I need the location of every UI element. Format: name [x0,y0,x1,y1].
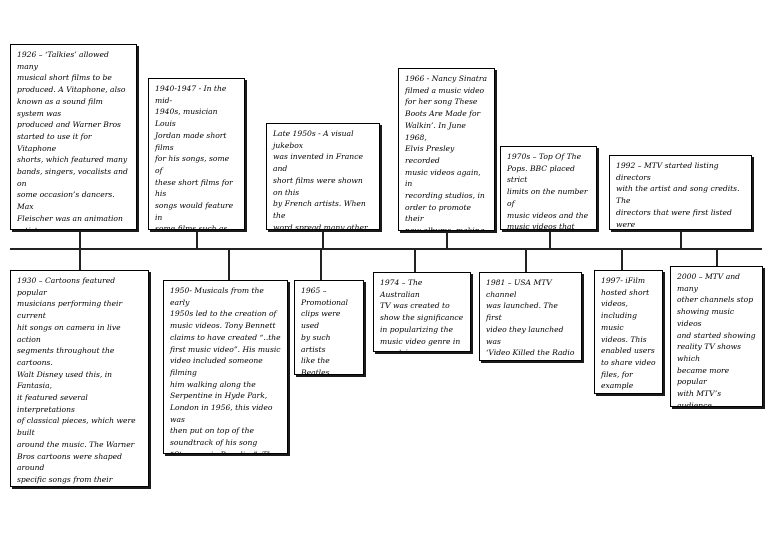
timeline-tick [525,248,527,272]
timeline-tick [414,248,416,272]
event-1965: 1965 – Promotional clips were used by su… [294,280,364,375]
timeline-tick [79,228,81,249]
timeline-tick [716,248,718,266]
timeline-tick [549,228,551,249]
event-1940-1947: 1940-1947 - In the mid- 1940s, musician … [148,78,245,230]
timeline-tick [228,248,230,280]
timeline-tick [680,228,682,249]
timeline-tick [446,228,448,249]
event-1974: 1974 – The Australian TV was created to … [373,272,471,352]
timeline-axis [10,248,762,250]
event-2000: 2000 – MTV and many other channels stop … [670,266,763,407]
event-1970s: 1970s – Top Of The Pops. BBC placed stri… [500,146,597,230]
event-late-1950s: Late 1950s - A visual jukebox was invent… [266,123,380,230]
event-1926: 1926 – ‘Talkies’ allowed many musical sh… [10,44,137,230]
timeline-tick [79,248,81,270]
event-1992: 1992 – MTV started listing directors wit… [609,155,752,230]
timeline-tick [621,248,623,270]
event-1930: 1930 – Cartoons featured popular musicia… [10,270,149,487]
event-1997: 1997- iFilm hosted short videos, includi… [594,270,663,394]
timeline-tick [320,248,322,280]
event-1966: 1966 - Nancy Sinatra filmed a music vide… [398,68,495,231]
event-1950: 1950- Musicals from the early 1950s led … [163,280,288,454]
timeline-tick [196,228,198,249]
timeline-tick [322,228,324,249]
event-1981: 1981 – USA MTV channel was launched. The… [479,272,582,361]
